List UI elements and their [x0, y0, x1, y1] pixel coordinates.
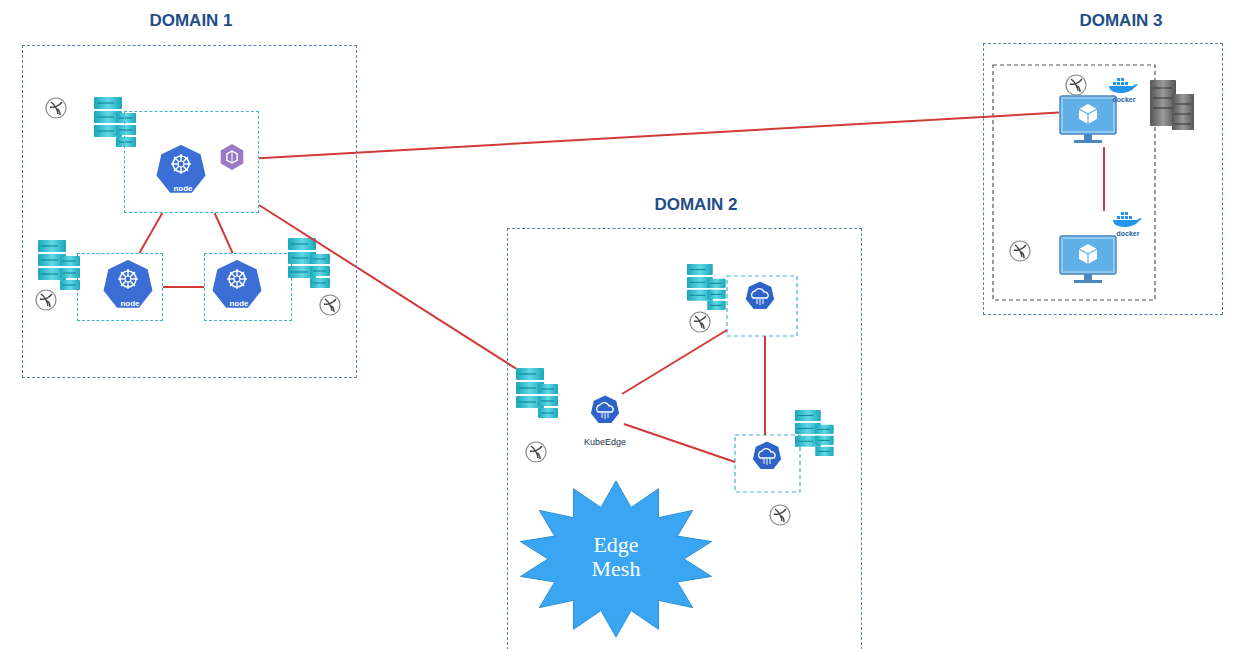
logo-icon — [1010, 241, 1030, 261]
network-link — [259, 113, 1059, 159]
network-link — [215, 213, 233, 253]
starburst-outline — [521, 481, 712, 637]
domain2-icons — [516, 264, 834, 525]
logo-icon — [770, 505, 790, 525]
monitor-icon — [1060, 236, 1116, 283]
kubeedge-icon — [752, 441, 781, 470]
purple-icon — [221, 144, 244, 170]
node-icon — [156, 144, 207, 193]
node-box: docker — [1059, 211, 1149, 285]
network-link — [139, 213, 162, 253]
server-icon — [38, 240, 80, 290]
domain1-icons — [36, 97, 340, 315]
logo-icon — [46, 98, 66, 118]
node-label: docker — [1113, 96, 1136, 104]
node-label: node — [229, 300, 248, 309]
logo-icon — [1066, 75, 1086, 95]
node-icon — [103, 259, 154, 308]
kubeedge-icon — [590, 395, 619, 424]
logo-icon — [690, 312, 710, 332]
server-icon — [94, 97, 136, 147]
edge-wire — [622, 330, 765, 462]
server-icon — [516, 368, 558, 418]
node-label: node — [173, 185, 192, 194]
logo-icon — [526, 442, 546, 462]
domain-heading: DOMAIN 2 — [654, 196, 737, 215]
network-link — [259, 205, 516, 369]
node-box: node — [204, 253, 292, 321]
domain-heading: DOMAIN 1 — [149, 12, 232, 31]
monitor-icon — [1060, 96, 1116, 143]
edge-box — [735, 435, 800, 492]
server-icon — [687, 264, 726, 310]
node-box: node — [77, 253, 163, 321]
node-label: Edge Mesh — [581, 533, 651, 581]
node-box: docker — [1059, 73, 1149, 147]
node-icon — [212, 259, 263, 308]
logo-icon — [320, 295, 340, 315]
node-box: KubeEdge — [516, 366, 646, 454]
network-link — [163, 286, 204, 288]
domain3-icons — [993, 65, 1194, 300]
edge-mesh-burst: Edge Mesh — [516, 479, 716, 639]
host-box — [993, 65, 1155, 300]
domain-box: DOMAIN 3dockerdocker — [983, 43, 1223, 315]
edge-box — [727, 276, 797, 336]
node-label: KubeEdge — [584, 438, 626, 448]
server-icon — [795, 410, 834, 456]
kubeedge-icon — [745, 281, 774, 310]
server-icon — [1150, 80, 1194, 130]
node-label: node — [120, 300, 139, 309]
docker-whale — [1109, 78, 1138, 93]
docker-whale — [1113, 212, 1142, 227]
domain-box: DOMAIN 2KubeEdgeEdge Mesh — [507, 228, 862, 649]
domain-heading: DOMAIN 3 — [1079, 12, 1162, 31]
logo-icon — [36, 290, 56, 310]
domain-box: DOMAIN 1nodenodenode — [22, 45, 357, 378]
network-link — [1103, 147, 1105, 211]
node-label: docker — [1117, 230, 1140, 238]
node-box: node — [124, 111, 259, 213]
